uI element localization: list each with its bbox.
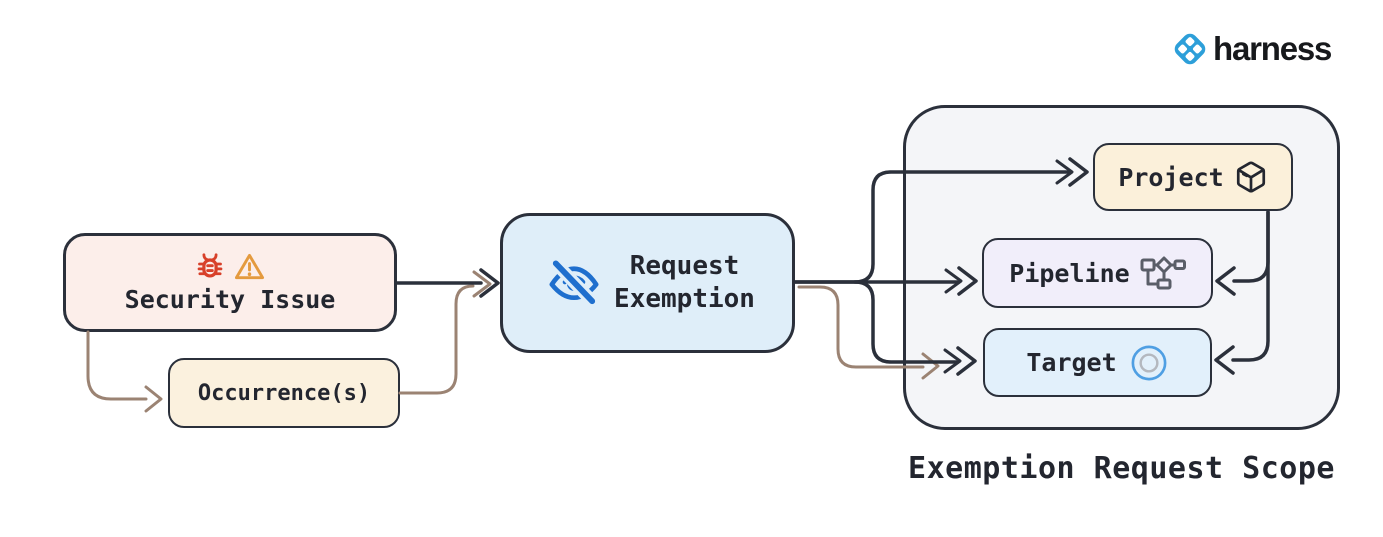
- security-icons: [195, 251, 265, 282]
- request-exemption-label: Request Exemption: [614, 250, 755, 314]
- warning-icon: [234, 251, 265, 282]
- target-node: Target: [983, 328, 1212, 397]
- security-issue-node: Security Issue: [63, 233, 397, 332]
- project-node: Project: [1093, 143, 1293, 211]
- pipeline-label: Pipeline: [1009, 258, 1130, 288]
- project-label: Project: [1118, 162, 1224, 192]
- target-icon: [1129, 343, 1169, 383]
- harness-logo-icon: [1170, 29, 1210, 69]
- harness-wordmark: harness: [1213, 30, 1332, 67]
- arrow-occurrences-to-request: [398, 284, 475, 395]
- target-label: Target: [1026, 348, 1117, 377]
- occurrences-label: Occurrence(s): [197, 380, 371, 406]
- harness-logo: harness: [1170, 29, 1332, 69]
- request-exemption-node: Request Exemption: [500, 213, 795, 353]
- security-issue-label: Security Issue: [124, 285, 336, 314]
- bug-icon: [195, 252, 225, 282]
- pipeline-node: Pipeline: [982, 238, 1213, 308]
- scope-caption: Exemption Request Scope: [908, 451, 1335, 486]
- occurrences-node: Occurrence(s): [168, 358, 400, 428]
- package-icon: [1234, 160, 1268, 194]
- pipeline-icon: [1140, 254, 1186, 292]
- arrow-security-to-occurrences: [86, 330, 148, 401]
- eye-off-icon: [546, 255, 602, 311]
